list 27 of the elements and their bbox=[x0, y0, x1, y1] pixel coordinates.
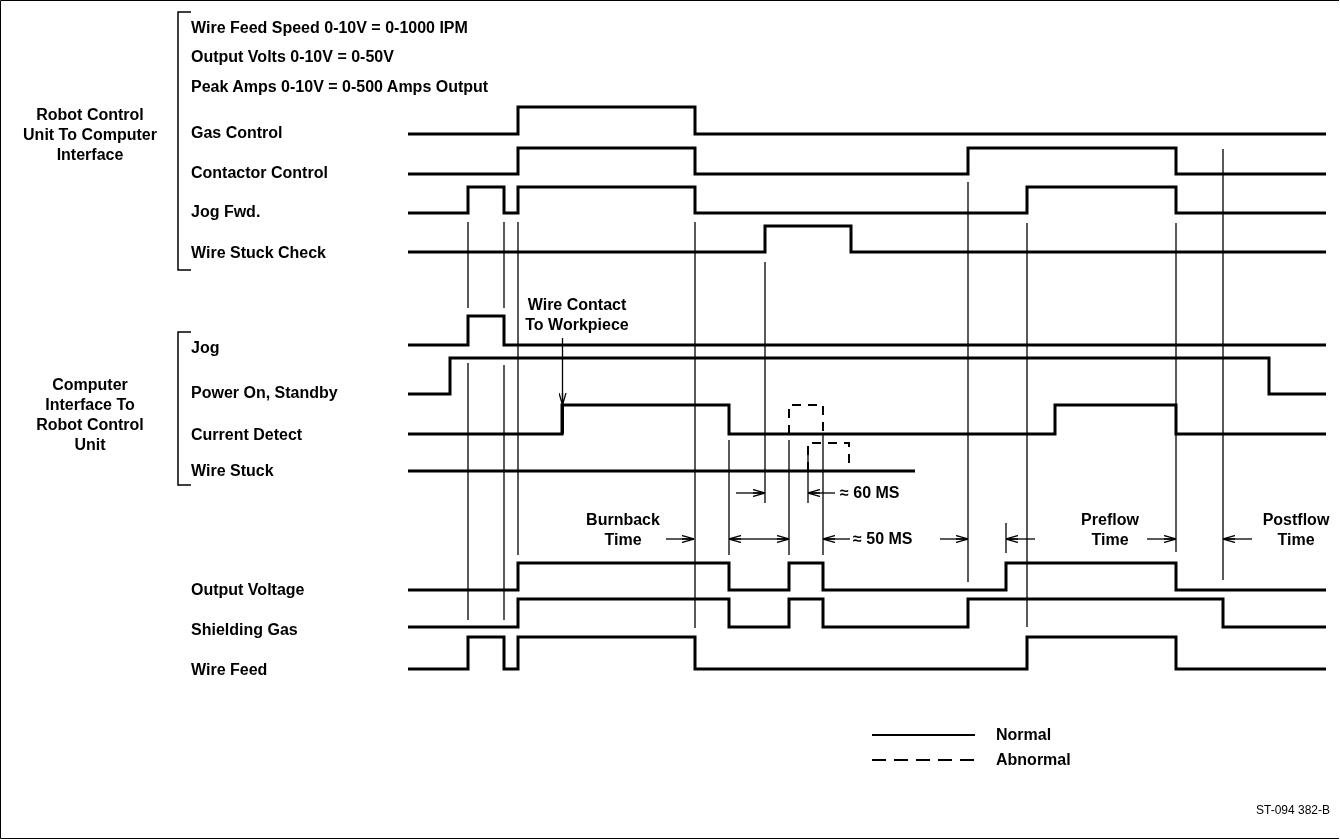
signal-label: Current Detect bbox=[191, 425, 303, 445]
signal-rising-edge bbox=[560, 405, 564, 434]
interval-label: Postflow Time bbox=[1261, 510, 1331, 550]
figure-number: ST-094 382-B bbox=[1256, 802, 1331, 819]
signal-label: Jog Fwd. bbox=[191, 202, 261, 222]
group-label: Robot Control Unit To Computer Interface bbox=[22, 105, 158, 165]
duration-label: ≈ 50 MS bbox=[853, 529, 913, 549]
signal-label: Power On, Standby bbox=[191, 383, 338, 403]
signal-label: Wire Feed bbox=[191, 660, 268, 680]
signal-label: Shielding Gas bbox=[191, 620, 298, 640]
group-label: Computer Interface To Robot Control Unit bbox=[35, 375, 145, 455]
scale-note: Wire Feed Speed 0-10V = 0-1000 IPM bbox=[191, 18, 468, 38]
signal-label: Contactor Control bbox=[191, 163, 328, 183]
scale-note: Peak Amps 0-10V = 0-500 Amps Output bbox=[191, 77, 489, 97]
signal-label: Gas Control bbox=[191, 123, 283, 143]
scale-note: Output Volts 0-10V = 0-50V bbox=[191, 47, 394, 67]
legend-label: Abnormal bbox=[996, 750, 1071, 770]
annotation-text: Wire Contact To Workpiece bbox=[523, 295, 631, 335]
signal-label: Wire Stuck bbox=[191, 461, 274, 481]
interval-label: Preflow Time bbox=[1080, 510, 1140, 550]
legend-label: Normal bbox=[996, 725, 1052, 745]
signal-label: Output Voltage bbox=[191, 580, 305, 600]
interval-label: Burnback Time bbox=[585, 510, 661, 550]
signal-label: Jog bbox=[191, 338, 220, 358]
leader-arrow bbox=[558, 337, 567, 406]
signal-label: Wire Stuck Check bbox=[191, 243, 326, 263]
duration-label: ≈ 60 MS bbox=[840, 483, 900, 503]
